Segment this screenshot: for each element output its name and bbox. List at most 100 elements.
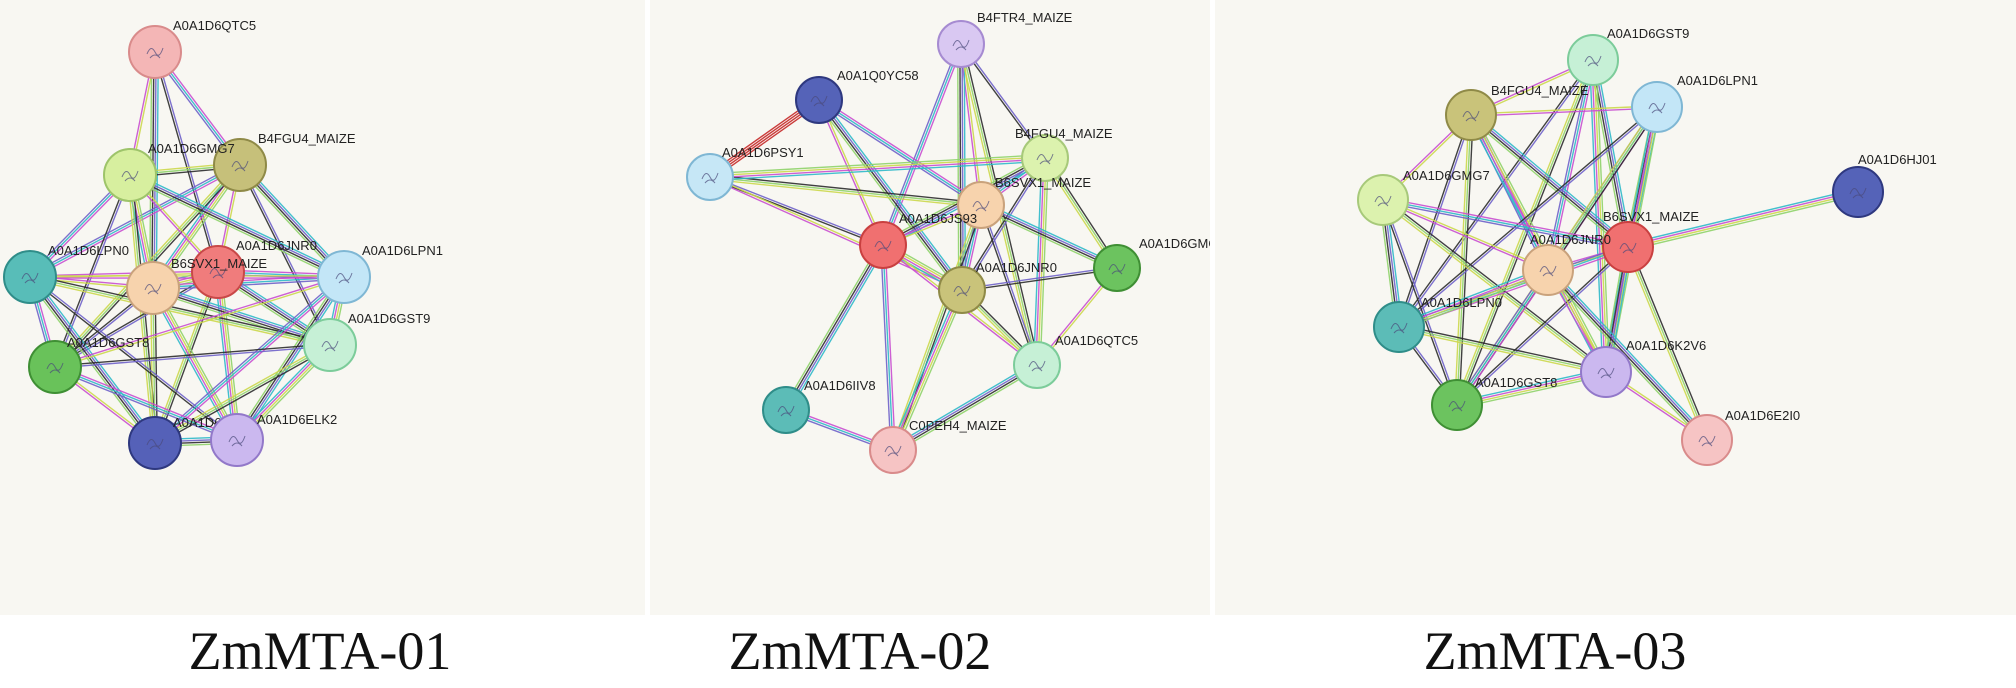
protein-structure-icon — [777, 405, 795, 417]
node-label: A0A1D6JNR0 — [976, 260, 1057, 275]
node-a0a1d6lpn1[interactable]: A0A1D6LPN1 — [317, 243, 443, 304]
node-a0a1d6iiv8[interactable]: A0A1D6IIV8 — [762, 378, 876, 434]
node-label: A0A1D6GMG7 — [1139, 236, 1210, 251]
edge-a0a1d6gst9-a0a1d6lpn0 — [1397, 58, 1595, 329]
node-label: B4FTR4_MAIZE — [977, 10, 1073, 25]
edge-line — [1382, 199, 1607, 373]
node-b6svx1-maize[interactable]: B6SVX1_MAIZE — [126, 256, 267, 315]
edge-line — [1471, 107, 1658, 117]
protein-structure-icon — [1648, 102, 1666, 114]
node-label: A0A1D6ELK2 — [257, 412, 337, 427]
node-b6svx1-maize[interactable]: B6SVX1_MAIZE — [957, 175, 1091, 229]
protein-structure-icon — [884, 445, 902, 457]
node-a0a1d6k2v6[interactable]: A0A1D6K2V6 — [1580, 338, 1706, 398]
edge-a0a1q0yc58-b6svx1-maize — [817, 97, 983, 208]
edge-line — [884, 244, 896, 450]
node-a0a1d6psy1[interactable]: A0A1D6PSY1 — [686, 145, 804, 201]
protein-structure-icon — [1849, 187, 1867, 199]
edge-line — [131, 171, 346, 275]
node-c0peh4-maize[interactable]: C0PEH4_MAIZE — [869, 418, 1007, 474]
edge-line — [155, 286, 241, 439]
node-b4fgu4-maize[interactable]: B4FGU4_MAIZE — [1015, 126, 1113, 182]
node-label: A0A1D6JNR0 — [236, 238, 317, 253]
edge-line — [1382, 199, 1629, 248]
node-a0a1d6gmg7[interactable]: A0A1D6GMG7 — [103, 141, 235, 202]
protein-structure-icon — [953, 285, 971, 297]
node-label: A0A1D6LPN0 — [48, 243, 129, 258]
edge-line — [153, 274, 344, 442]
edge-line — [1471, 113, 1630, 247]
protein-structure-icon — [1462, 110, 1480, 122]
edge-line — [152, 276, 345, 289]
node-b4ftr4-maize[interactable]: B4FTR4_MAIZE — [937, 10, 1073, 68]
edge-line — [153, 278, 345, 291]
edge-b4fgu4-maize-a0a1d6jnr0 — [960, 157, 1047, 291]
node-a0a1d6lpn0[interactable]: A0A1D6LPN0 — [3, 243, 129, 304]
edge-line — [55, 175, 132, 368]
edge-line — [892, 363, 1037, 450]
node-a0a1d6qtc5[interactable]: A0A1D6QTC5 — [1013, 333, 1138, 389]
node-a0a1d6gst8[interactable]: A0A1D6GST8 — [1431, 375, 1557, 431]
edge-line — [979, 207, 1116, 272]
node-a0a1d6lpn0[interactable]: A0A1D6LPN0 — [1373, 295, 1502, 353]
edge-a0a1d6hj01-b6svx1-maize — [1627, 188, 1859, 251]
edge-a0a1d6jnr0-a0a1d6gmg7 — [961, 266, 1118, 292]
edge-line — [1399, 324, 1607, 371]
edge-line — [1627, 188, 1858, 245]
node-a0a1d6qtc5[interactable]: A0A1D6QTC5 — [128, 18, 256, 79]
node-a0a1d6js93[interactable]: A0A1D6JS93 — [859, 211, 977, 269]
edge-line — [890, 204, 980, 450]
node-a0a1q0yc58[interactable]: A0A1Q0YC58 — [795, 68, 919, 124]
edge-a0a1d6jnr0-a0a1d6gst8 — [1454, 268, 1551, 407]
edge-line — [709, 177, 883, 247]
edge-line — [1383, 199, 1459, 405]
node-a0a1d6elk2[interactable]: A0A1D6ELK2 — [210, 412, 337, 467]
edge-line — [153, 287, 239, 440]
edge-line — [54, 343, 330, 367]
edge-line — [1033, 157, 1043, 365]
node-label: A0A1D6JS93 — [899, 211, 977, 226]
edge-line — [1595, 59, 1610, 372]
node-label: A0A1D6PSY1 — [722, 145, 804, 160]
edge-line — [235, 276, 344, 440]
protein-structure-icon — [952, 39, 970, 51]
edges — [707, 42, 1120, 454]
edge-line — [28, 277, 155, 445]
node-a0a1d6e2i0[interactable]: A0A1D6E2I0 — [1681, 408, 1800, 466]
edge-line — [1593, 59, 1630, 247]
edge-line — [1383, 198, 1549, 270]
node-a0a1d6gst9[interactable]: A0A1D6GST9 — [1567, 26, 1689, 86]
protein-structure-icon — [335, 272, 353, 284]
node-a0a1d6gst9[interactable]: A0A1D6GST9 — [303, 311, 430, 372]
protein-structure-icon — [701, 172, 719, 184]
node-a0a1d6gst8[interactable]: A0A1D6GST8 — [28, 335, 149, 394]
edge-line — [962, 268, 1118, 292]
edge-line — [152, 270, 217, 443]
node-a0a1d6gmg7[interactable]: A0A1D6GMG7 — [1357, 168, 1490, 226]
edge-line — [153, 284, 332, 343]
edge-line — [1454, 268, 1547, 405]
edge-b4ftr4-maize-a0a1d6js93 — [880, 42, 964, 247]
node-label: A0A1D6LPN0 — [1421, 295, 1502, 310]
edge-line — [709, 154, 1045, 175]
node-a0a1d6jnr0[interactable]: A0A1D6JNR0 — [1522, 232, 1611, 296]
edge-line — [153, 342, 330, 442]
node-a0a1d6jnr0[interactable]: A0A1D6JNR0 — [191, 238, 317, 299]
node-a0a1d6gmg7[interactable]: A0A1D6GMG7 — [1093, 236, 1210, 292]
node-label: A0A1D6GST8 — [1475, 375, 1557, 390]
edge-a0a1d6gst9-a0a1d6gst8 — [54, 343, 331, 369]
edge-a0a1d6gmg7-a0a1d6jnr0 — [1382, 198, 1549, 272]
edge-line — [1398, 268, 1548, 327]
node-b6svx1-maize[interactable]: B6SVX1_MAIZE — [1602, 209, 1699, 273]
edge-line — [155, 51, 220, 272]
edge-line — [153, 286, 331, 345]
edge-line — [1397, 266, 1548, 325]
edge-line — [130, 173, 345, 277]
node-a0a1d6hj01[interactable]: A0A1D6HJ01 — [1832, 152, 1937, 218]
protein-structure-icon — [146, 47, 164, 59]
node-a0a1d6jnr0[interactable]: A0A1D6JNR0 — [938, 260, 1057, 314]
node-a0a1d6lpn1[interactable]: A0A1D6LPN1 — [1631, 73, 1758, 133]
node-b4fgu4-maize[interactable]: B4FGU4_MAIZE — [213, 131, 356, 192]
node-b4fgu4-maize[interactable]: B4FGU4_MAIZE — [1445, 83, 1589, 141]
